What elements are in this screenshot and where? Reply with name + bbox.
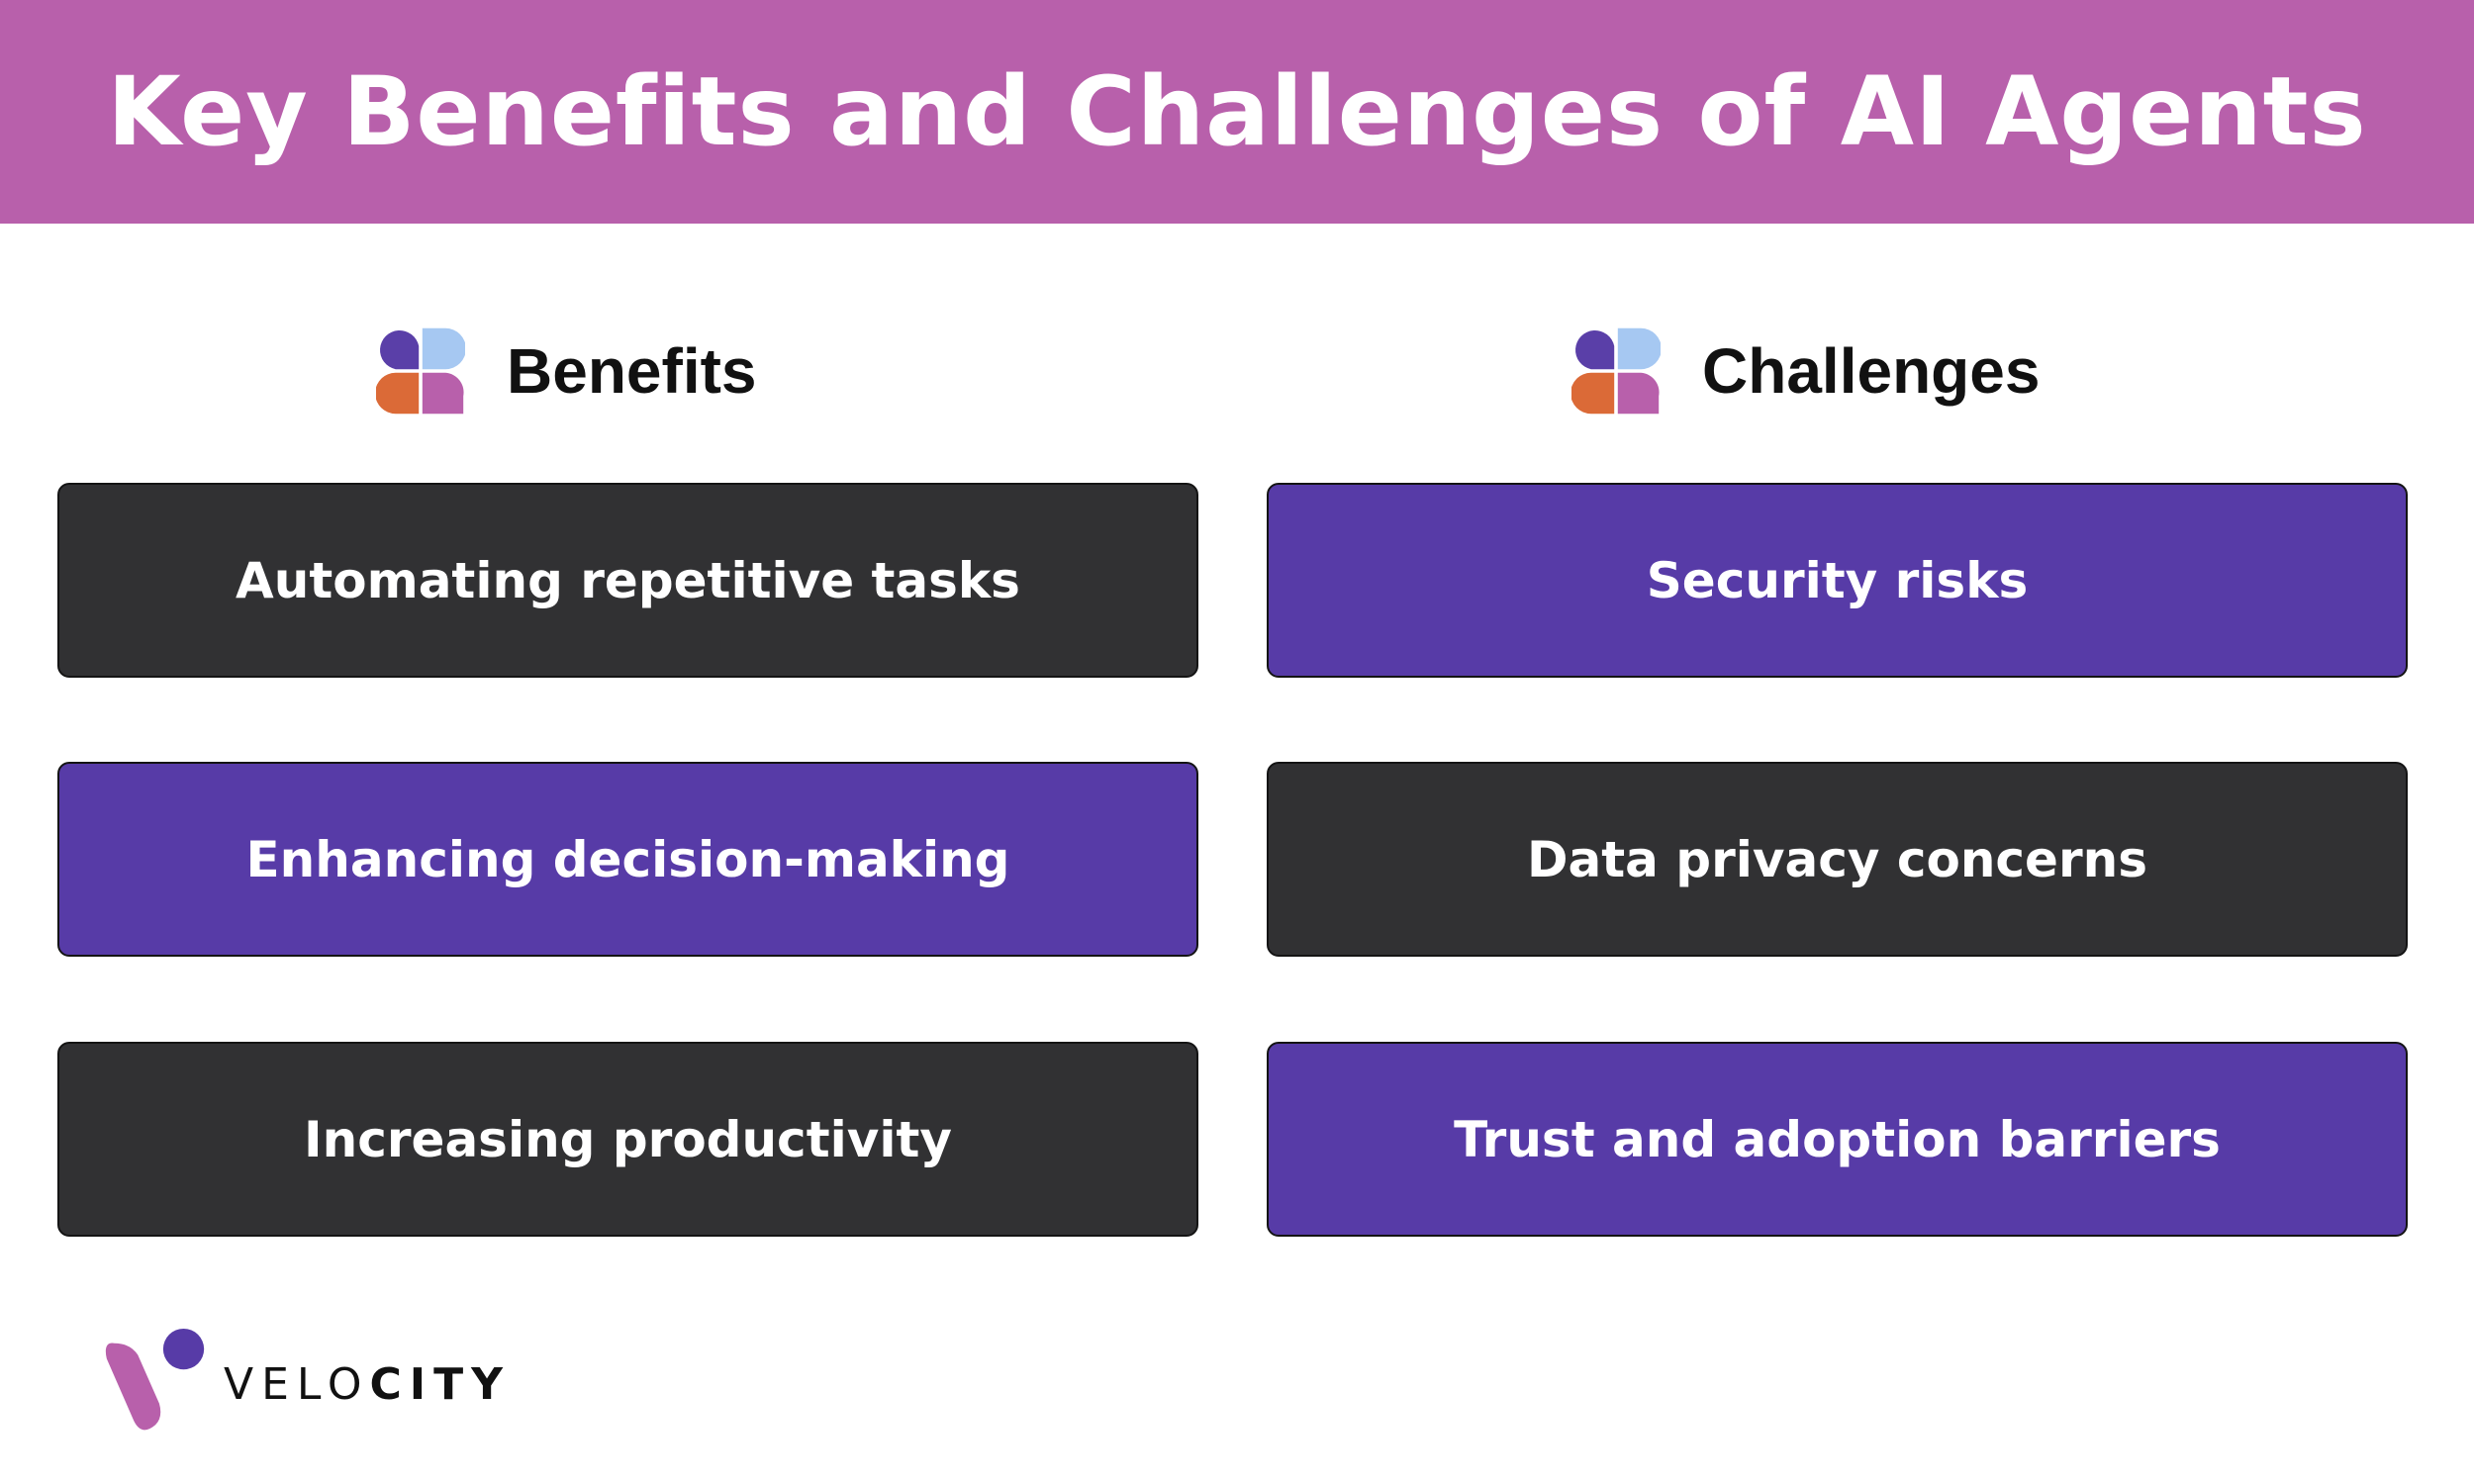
velocity-logo-icon	[105, 1328, 205, 1431]
benefit-card-label: Increasing productivity	[304, 1110, 952, 1168]
header-banner: Key Benefits and Challenges of AI Agents	[0, 0, 2474, 224]
benefits-title: Benefits	[507, 335, 757, 407]
four-petal-icon	[376, 327, 465, 415]
challenge-card-security: Security risks	[1267, 483, 2408, 678]
benefit-card-decision-making: Enhancing decision-making	[57, 762, 1198, 957]
challenge-card-privacy: Data privacy concerns	[1267, 762, 2408, 957]
velocity-logo: VELOCITY	[97, 1326, 511, 1442]
benefit-card-productivity: Increasing productivity	[57, 1042, 1198, 1237]
challenge-card-trust: Trust and adoption barriers	[1267, 1042, 2408, 1237]
benefit-card-automating: Automating repetitive tasks	[57, 483, 1198, 678]
benefits-header: Benefits	[376, 322, 757, 420]
challenges-header: Challenges	[1571, 322, 2040, 420]
challenge-card-label: Data privacy concerns	[1526, 830, 2147, 888]
benefit-card-label: Automating repetitive tasks	[236, 551, 1020, 609]
benefit-card-label: Enhancing decision-making	[245, 830, 1010, 888]
logo-text-light: VELO	[224, 1358, 370, 1410]
challenge-card-label: Trust and adoption barriers	[1454, 1110, 2221, 1168]
challenges-title: Challenges	[1702, 335, 2041, 407]
challenge-card-label: Security risks	[1646, 551, 2029, 609]
logo-wordmark: VELOCITY	[224, 1359, 511, 1410]
page-title: Key Benefits and Challenges of AI Agents	[107, 56, 2367, 167]
four-petal-icon	[1571, 327, 1661, 415]
logo-text-bold: CITY	[369, 1358, 512, 1410]
